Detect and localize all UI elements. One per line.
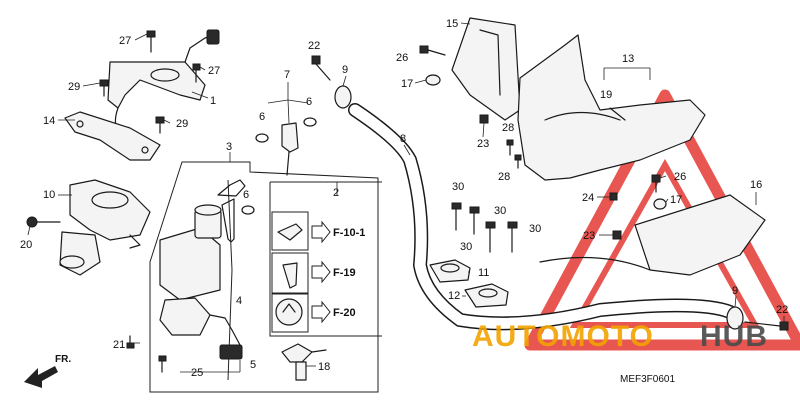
- label-26b: 26: [674, 171, 686, 183]
- ref-label-3: F-20: [333, 307, 356, 319]
- o-ring-6c: [241, 205, 255, 215]
- bracket-14: [64, 111, 161, 161]
- nut-23a: [479, 114, 489, 124]
- label-20: 20: [20, 239, 32, 251]
- front-arrow: FR.: [24, 354, 71, 388]
- label-27a: 27: [119, 35, 131, 47]
- bolt-20: [26, 216, 61, 228]
- ignition-assembly-box: [149, 161, 379, 393]
- label-28a: 28: [502, 122, 514, 134]
- watermark-part1: AUTOMOTO: [472, 320, 654, 353]
- handlebar-cover-13: [517, 34, 706, 181]
- label-6c: 6: [243, 189, 249, 201]
- grommet-17b: [653, 198, 667, 210]
- label-12: 12: [448, 290, 460, 302]
- label-30a: 30: [452, 181, 464, 193]
- label-30b: 30: [494, 205, 506, 217]
- ignition-key: [281, 122, 299, 176]
- label-22b: 22: [776, 304, 788, 316]
- label-22a: 22: [308, 40, 320, 52]
- ignition-switch: [159, 179, 246, 301]
- label-1: 1: [210, 95, 216, 107]
- bolt-29b: [155, 116, 165, 134]
- reference-box: [269, 181, 382, 337]
- label-19: 19: [600, 89, 612, 101]
- lock-cylinder-18: [281, 343, 327, 381]
- label-30c: 30: [529, 223, 541, 235]
- bolt-30-group: [451, 202, 518, 253]
- label-13: 13: [622, 53, 634, 65]
- ref-row-1: [271, 211, 331, 251]
- grommet-17a: [425, 74, 441, 86]
- label-25: 25: [191, 367, 203, 379]
- label-6a: 6: [259, 111, 265, 123]
- clip-24: [609, 192, 618, 201]
- bolt-26b: [651, 174, 661, 193]
- handlebar-lower-holder: [59, 179, 151, 276]
- front-label: FR.: [55, 354, 71, 365]
- ref-row-2: [271, 252, 331, 294]
- ref-label-2: F-19: [333, 267, 356, 279]
- bolt-26a: [419, 45, 446, 56]
- part-labels: 1 2 3 4 5 6 6 6 7 8 9 9 10 11 12 13 14 1…: [20, 18, 788, 379]
- label-7: 7: [284, 69, 290, 81]
- label-29a: 29: [68, 81, 80, 93]
- label-15: 15: [446, 18, 458, 30]
- label-6b: 6: [306, 96, 312, 108]
- label-8: 8: [400, 133, 406, 145]
- handlebar-upper-holder: [107, 29, 220, 133]
- nut-23b: [612, 230, 622, 240]
- label-27b: 27: [208, 65, 220, 77]
- label-9b: 9: [732, 285, 738, 297]
- label-30d: 30: [460, 241, 472, 253]
- label-23a: 23: [477, 138, 489, 150]
- label-23b: 23: [583, 230, 595, 242]
- o-ring-6a: [255, 133, 269, 143]
- handlebar: [348, 103, 737, 331]
- label-17b: 17: [670, 194, 682, 206]
- pin-19: [609, 107, 626, 121]
- label-26a: 26: [396, 52, 408, 64]
- side-cover-16: [634, 194, 766, 276]
- label-14: 14: [43, 115, 55, 127]
- label-4: 4: [236, 295, 242, 307]
- label-5: 5: [250, 359, 256, 371]
- key-set-box: [227, 179, 233, 381]
- label-21: 21: [113, 339, 125, 351]
- label-10: 10: [43, 189, 55, 201]
- cover-bracket-15: [451, 17, 521, 121]
- seat-lock: [159, 297, 243, 360]
- o-ring-6b: [303, 117, 317, 127]
- bolt-27a: [146, 30, 156, 53]
- lower-holder-12: [464, 283, 509, 308]
- label-18: 18: [318, 361, 330, 373]
- label-29b: 29: [176, 118, 188, 130]
- label-17a: 17: [401, 78, 413, 90]
- watermark-text: AUTOMOTO HUB: [472, 320, 768, 353]
- label-24: 24: [582, 192, 594, 204]
- label-2: 2: [333, 187, 339, 199]
- watermark-part2: HUB: [700, 320, 768, 353]
- ref-label-1: F-10-1: [333, 227, 365, 239]
- label-28b: 28: [498, 171, 510, 183]
- screw-21: [126, 335, 135, 349]
- leader-lines: [27, 22, 785, 373]
- ref-row-3: [271, 293, 331, 333]
- label-9a: 9: [342, 64, 348, 76]
- screw-28-group: [506, 139, 522, 169]
- label-11: 11: [478, 267, 489, 279]
- label-16: 16: [750, 179, 762, 191]
- label-3: 3: [226, 141, 232, 153]
- screw-25: [158, 355, 167, 373]
- diagram-code: MEF3F0601: [620, 374, 675, 385]
- upper-holder-11: [429, 259, 471, 283]
- handlebar-weight-9-top: [334, 85, 352, 109]
- bolt-22-top: [311, 55, 331, 81]
- bolt-29a: [99, 79, 109, 97]
